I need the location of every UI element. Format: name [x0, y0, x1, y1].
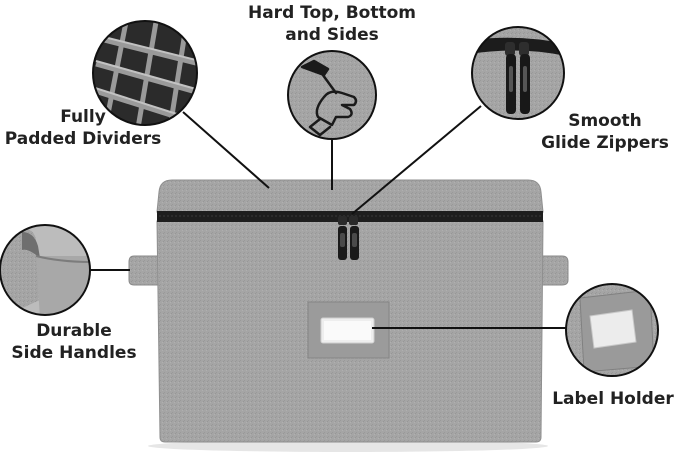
feature-label-zippers-line-1: Smooth: [568, 111, 642, 131]
feature-label-handles: Durable Side Handles: [4, 320, 144, 364]
label-holder: [307, 301, 390, 359]
feature-label-dividers: Fully Padded Dividers: [2, 106, 164, 150]
feature-label-hard-top-line-2: and Sides: [285, 25, 379, 45]
left-handle: [128, 255, 159, 286]
handle-closeup-icon: [0, 224, 91, 316]
right-handle: [539, 255, 569, 286]
feature-label-dividers-line-1: Fully: [60, 107, 106, 127]
feature-label-dividers-line-2: Padded Dividers: [4, 129, 162, 149]
hammer-hand-icon: [287, 50, 377, 140]
callout-lines: [88, 105, 566, 329]
feature-label-handles-line-2: Side Handles: [11, 343, 137, 363]
zipper-closeup-icon: [471, 26, 565, 120]
feature-label-zippers: Smooth Glide Zippers: [535, 110, 675, 154]
feature-label-hard-top-line-1: Hard Top, Bottom: [247, 3, 417, 23]
feature-label-label-holder: Label Holder: [548, 388, 678, 410]
feature-label-hard-top: Hard Top, Bottom and Sides: [240, 2, 424, 46]
box-lid: [156, 179, 544, 213]
dividers-closeup-icon: [92, 20, 198, 126]
storage-box: [128, 179, 569, 452]
label-holder-closeup-icon: [565, 283, 659, 377]
feature-label-zippers-line-2: Glide Zippers: [541, 133, 669, 153]
feature-label-handles-line-1: Durable: [36, 321, 112, 341]
zipper-pulls: [338, 216, 359, 260]
feature-label-label-holder-line-1: Label Holder: [552, 389, 674, 409]
